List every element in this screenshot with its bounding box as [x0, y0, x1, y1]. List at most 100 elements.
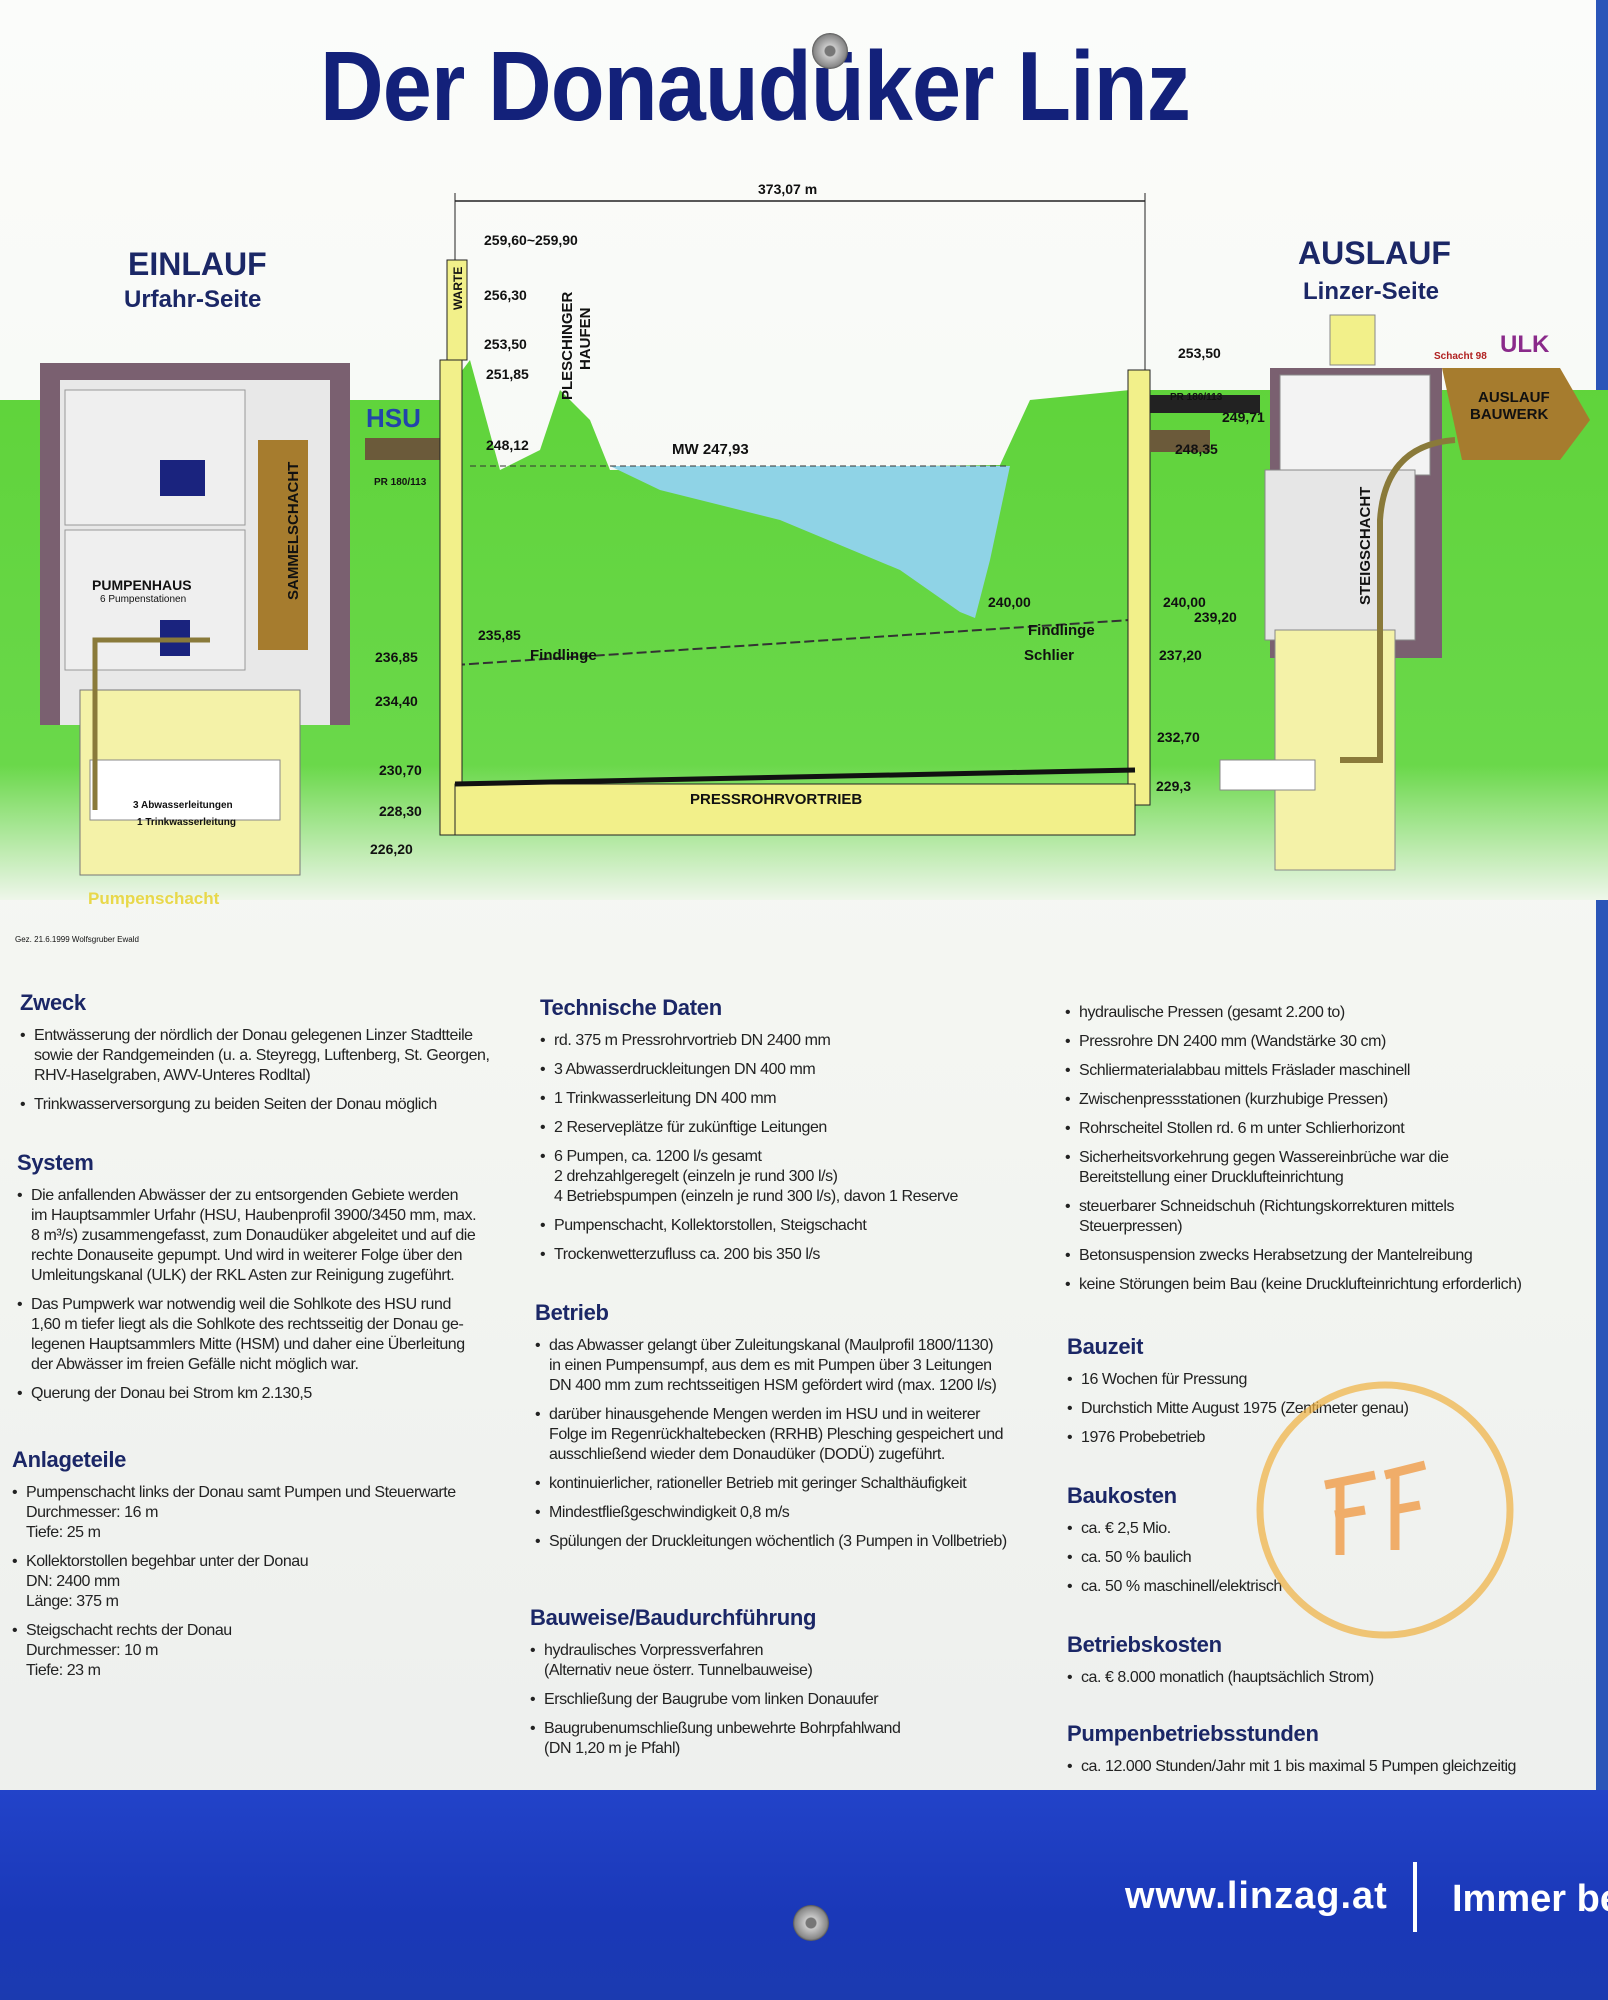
haufen-label: HAUFEN	[577, 308, 594, 371]
bullet-list: Entwässerung der nördlich der Donau gele…	[20, 1026, 530, 1115]
bullet-list: ca. € 8.000 monatlich (hauptsächlich Str…	[1067, 1668, 1587, 1688]
river-water	[610, 466, 1010, 618]
list-item: Durchstich Mitte August 1975 (Zentimeter…	[1067, 1399, 1587, 1419]
abwasserleitungen-label: 3 Abwasserleitungen	[133, 800, 233, 811]
elevation-label: 256,30	[484, 287, 527, 303]
list-item: Trinkwasserversorgung zu beiden Seiten d…	[20, 1095, 530, 1115]
list-item: Sicherheitsvorkehrung gegen Wassereinbrü…	[1065, 1148, 1595, 1188]
website-link[interactable]: www.linzag.at	[1125, 1875, 1388, 1917]
elevation-label: 228,30	[379, 803, 422, 819]
section-system: SystemDie anfallenden Abwässer der zu en…	[17, 1150, 527, 1413]
section-heading: Technische Daten	[540, 995, 722, 1020]
section-heading: Baukosten	[1067, 1483, 1177, 1508]
screw-icon	[793, 1905, 829, 1941]
bullet-list: 16 Wochen für PressungDurchstich Mitte A…	[1067, 1370, 1587, 1448]
section-zweck: ZweckEntwässerung der nördlich der Donau…	[20, 990, 530, 1124]
elevation-label: 237,20	[1159, 647, 1202, 663]
section-heading: Anlageteile	[12, 1447, 127, 1472]
list-item: Pumpenschacht, Kollektorstollen, Steigsc…	[540, 1216, 1050, 1236]
page-title: Der Donaudüker Linz	[320, 31, 1191, 141]
span-label: 373,07 m	[758, 181, 817, 197]
elevation-label: 253,50	[1178, 345, 1221, 361]
elevation-label: 226,20	[370, 841, 413, 857]
pr-right-label: PR 180/113	[1170, 392, 1223, 403]
graffiti-stamp	[1256, 1381, 1514, 1639]
einlauf-label: EINLAUF	[128, 246, 267, 282]
elevation-label: 230,70	[379, 762, 422, 778]
auslaufbauwerk-label: AUSLAUF	[1478, 389, 1550, 406]
section-heading: Zweck	[20, 990, 86, 1015]
list-item: Zwischenpressstationen (kurzhubige Press…	[1065, 1090, 1595, 1110]
section-heading: Pumpenbetriebsstunden	[1067, 1721, 1319, 1746]
bullet-list: Die anfallenden Abwässer der zu entsorge…	[17, 1186, 527, 1404]
list-item: ca. 12.000 Stunden/Jahr mit 1 bis maxima…	[1067, 1757, 1607, 1777]
bullet-list: rd. 375 m Pressrohrvortrieb DN 2400 mm 3 …	[540, 1031, 1050, 1265]
elevation-label: 248,12	[486, 437, 529, 453]
elevation-label: 236,85	[375, 649, 418, 665]
list-item: Erschließung der Baugrube vom linken Don…	[530, 1690, 1045, 1710]
ground	[0, 360, 1608, 900]
section-pumpenbetriebsstunden: Pumpenbetriebsstunden ca. 12.000 Stunden/…	[1067, 1721, 1607, 1786]
section-bauzeit: Bauzeit 16 Wochen für PressungDurchstich …	[1067, 1334, 1587, 1457]
left-shaft-wall	[439, 359, 463, 836]
list-item: 1 Trinkwasserleitung DN 400 mm	[540, 1089, 1050, 1109]
findlinge-right-label: Findlinge	[1028, 622, 1095, 639]
list-item: Das Pumpwerk war notwendig weil die Sohl…	[17, 1295, 527, 1375]
elevation-label: 248,35	[1175, 441, 1218, 457]
list-item: Mindestfließgeschwindigkeit 0,8 m/s	[535, 1503, 1050, 1523]
pumpenschacht-label: Pumpenschacht	[88, 889, 220, 908]
elevation-label: 229,3	[1156, 778, 1191, 794]
elevation-label: 232,70	[1157, 729, 1200, 745]
pr-left-label: PR 180/113	[374, 477, 427, 488]
section-betriebskosten: Betriebskostenca. € 8.000 monatlich (hau…	[1067, 1632, 1587, 1697]
list-item: rd. 375 m Pressrohrvortrieb DN 2400 mm	[540, 1031, 1050, 1051]
section-baukosten: Baukosten ca. € 2,5 Mio.ca. 50 % baulichc…	[1067, 1483, 1587, 1606]
list-item: Pumpenschacht links der Donau samt Pumpe…	[12, 1483, 522, 1543]
credit-label: Gez. 21.6.1999 Wolfsgruber Ewald	[15, 935, 139, 944]
list-item: Betonsuspension zwecks Herabsetzung der …	[1065, 1246, 1595, 1266]
list-item: 16 Wochen für Pressung	[1067, 1370, 1587, 1390]
findlinge-left-label: Findlinge	[530, 647, 597, 664]
section-heading: Bauzeit	[1067, 1334, 1144, 1359]
screw-icon	[812, 33, 848, 69]
list-item: ca. 50 % maschinell/elektrisch	[1067, 1577, 1587, 1597]
footer-band	[0, 1790, 1608, 2000]
schlier-label: Schlier	[1024, 647, 1074, 664]
elevation-label: 234,40	[375, 693, 418, 709]
section-bauweise: Bauweise/Baudurchführung hydraulisches Vo…	[530, 1605, 1045, 1768]
section-heading: System	[17, 1150, 94, 1175]
list-item: Schliermaterialabbau mittels Fräslader m…	[1065, 1061, 1595, 1081]
footer-slogan: Immer be	[1452, 1878, 1608, 1920]
list-item: hydraulisches Vorpressverfahren (Alterna…	[530, 1641, 1045, 1681]
list-item: ca. € 8.000 monatlich (hauptsächlich Str…	[1067, 1668, 1587, 1688]
list-item: 1976 Probebetrieb	[1067, 1428, 1587, 1448]
auslauf-side-label: Linzer-Seite	[1303, 278, 1439, 305]
list-item: Rohrscheitel Stollen rd. 6 m unter Schli…	[1065, 1119, 1595, 1139]
list-item: kontinuierlicher, rationeller Betrieb mi…	[535, 1474, 1050, 1494]
list-item: 3 Abwasserdruckleitungen DN 400 mm	[540, 1060, 1050, 1080]
elevation-label: 240,00	[1163, 594, 1206, 610]
elevation-label: 249,71	[1222, 409, 1265, 425]
mw-label: MW 247,93	[672, 441, 749, 458]
pumpenhaus-label: PUMPENHAUS	[92, 577, 192, 593]
elevation-label: 251,85	[486, 366, 529, 382]
list-item: steuerbarer Schneidschuh (Richtungskorre…	[1065, 1197, 1595, 1237]
bullet-list: hydraulisches Vorpressverfahren (Alterna…	[530, 1641, 1045, 1759]
pleschinger-label: PLESCHINGER	[559, 291, 576, 400]
right-shaft-wall	[1127, 369, 1151, 806]
list-item: Trockenwetterzufluss ca. 200 bis 350 l/s	[540, 1245, 1050, 1265]
sammelschacht-label: SAMMELSCHACHT	[285, 462, 302, 600]
section-heading: Bauweise/Baudurchführung	[530, 1605, 817, 1630]
elevation-label: 240,00	[988, 594, 1031, 610]
section-bauweise-continued: hydraulische Pressen (gesamt 2.200 to)Pr…	[1065, 1003, 1595, 1304]
auslaufbauwerk-label-2: BAUWERK	[1470, 406, 1548, 423]
hsu-label: HSU	[366, 403, 421, 433]
bullet-list: hydraulische Pressen (gesamt 2.200 to)Pr…	[1065, 1003, 1595, 1295]
list-item: Baugrubenumschließung unbewehrte Bohrpfa…	[530, 1719, 1045, 1759]
bullet-list: ca. € 2,5 Mio.ca. 50 % baulichca. 50 % m…	[1067, 1519, 1587, 1597]
footer-divider	[1413, 1862, 1417, 1932]
elevation-label: 259,60~259,90	[484, 232, 578, 248]
list-item: darüber hinausgehende Mengen werden im H…	[535, 1405, 1050, 1465]
list-item: Pressrohre DN 2400 mm (Wandstärke 30 cm)	[1065, 1032, 1595, 1052]
section-anlageteile: AnlageteilePumpenschacht links der Donau…	[12, 1447, 522, 1690]
